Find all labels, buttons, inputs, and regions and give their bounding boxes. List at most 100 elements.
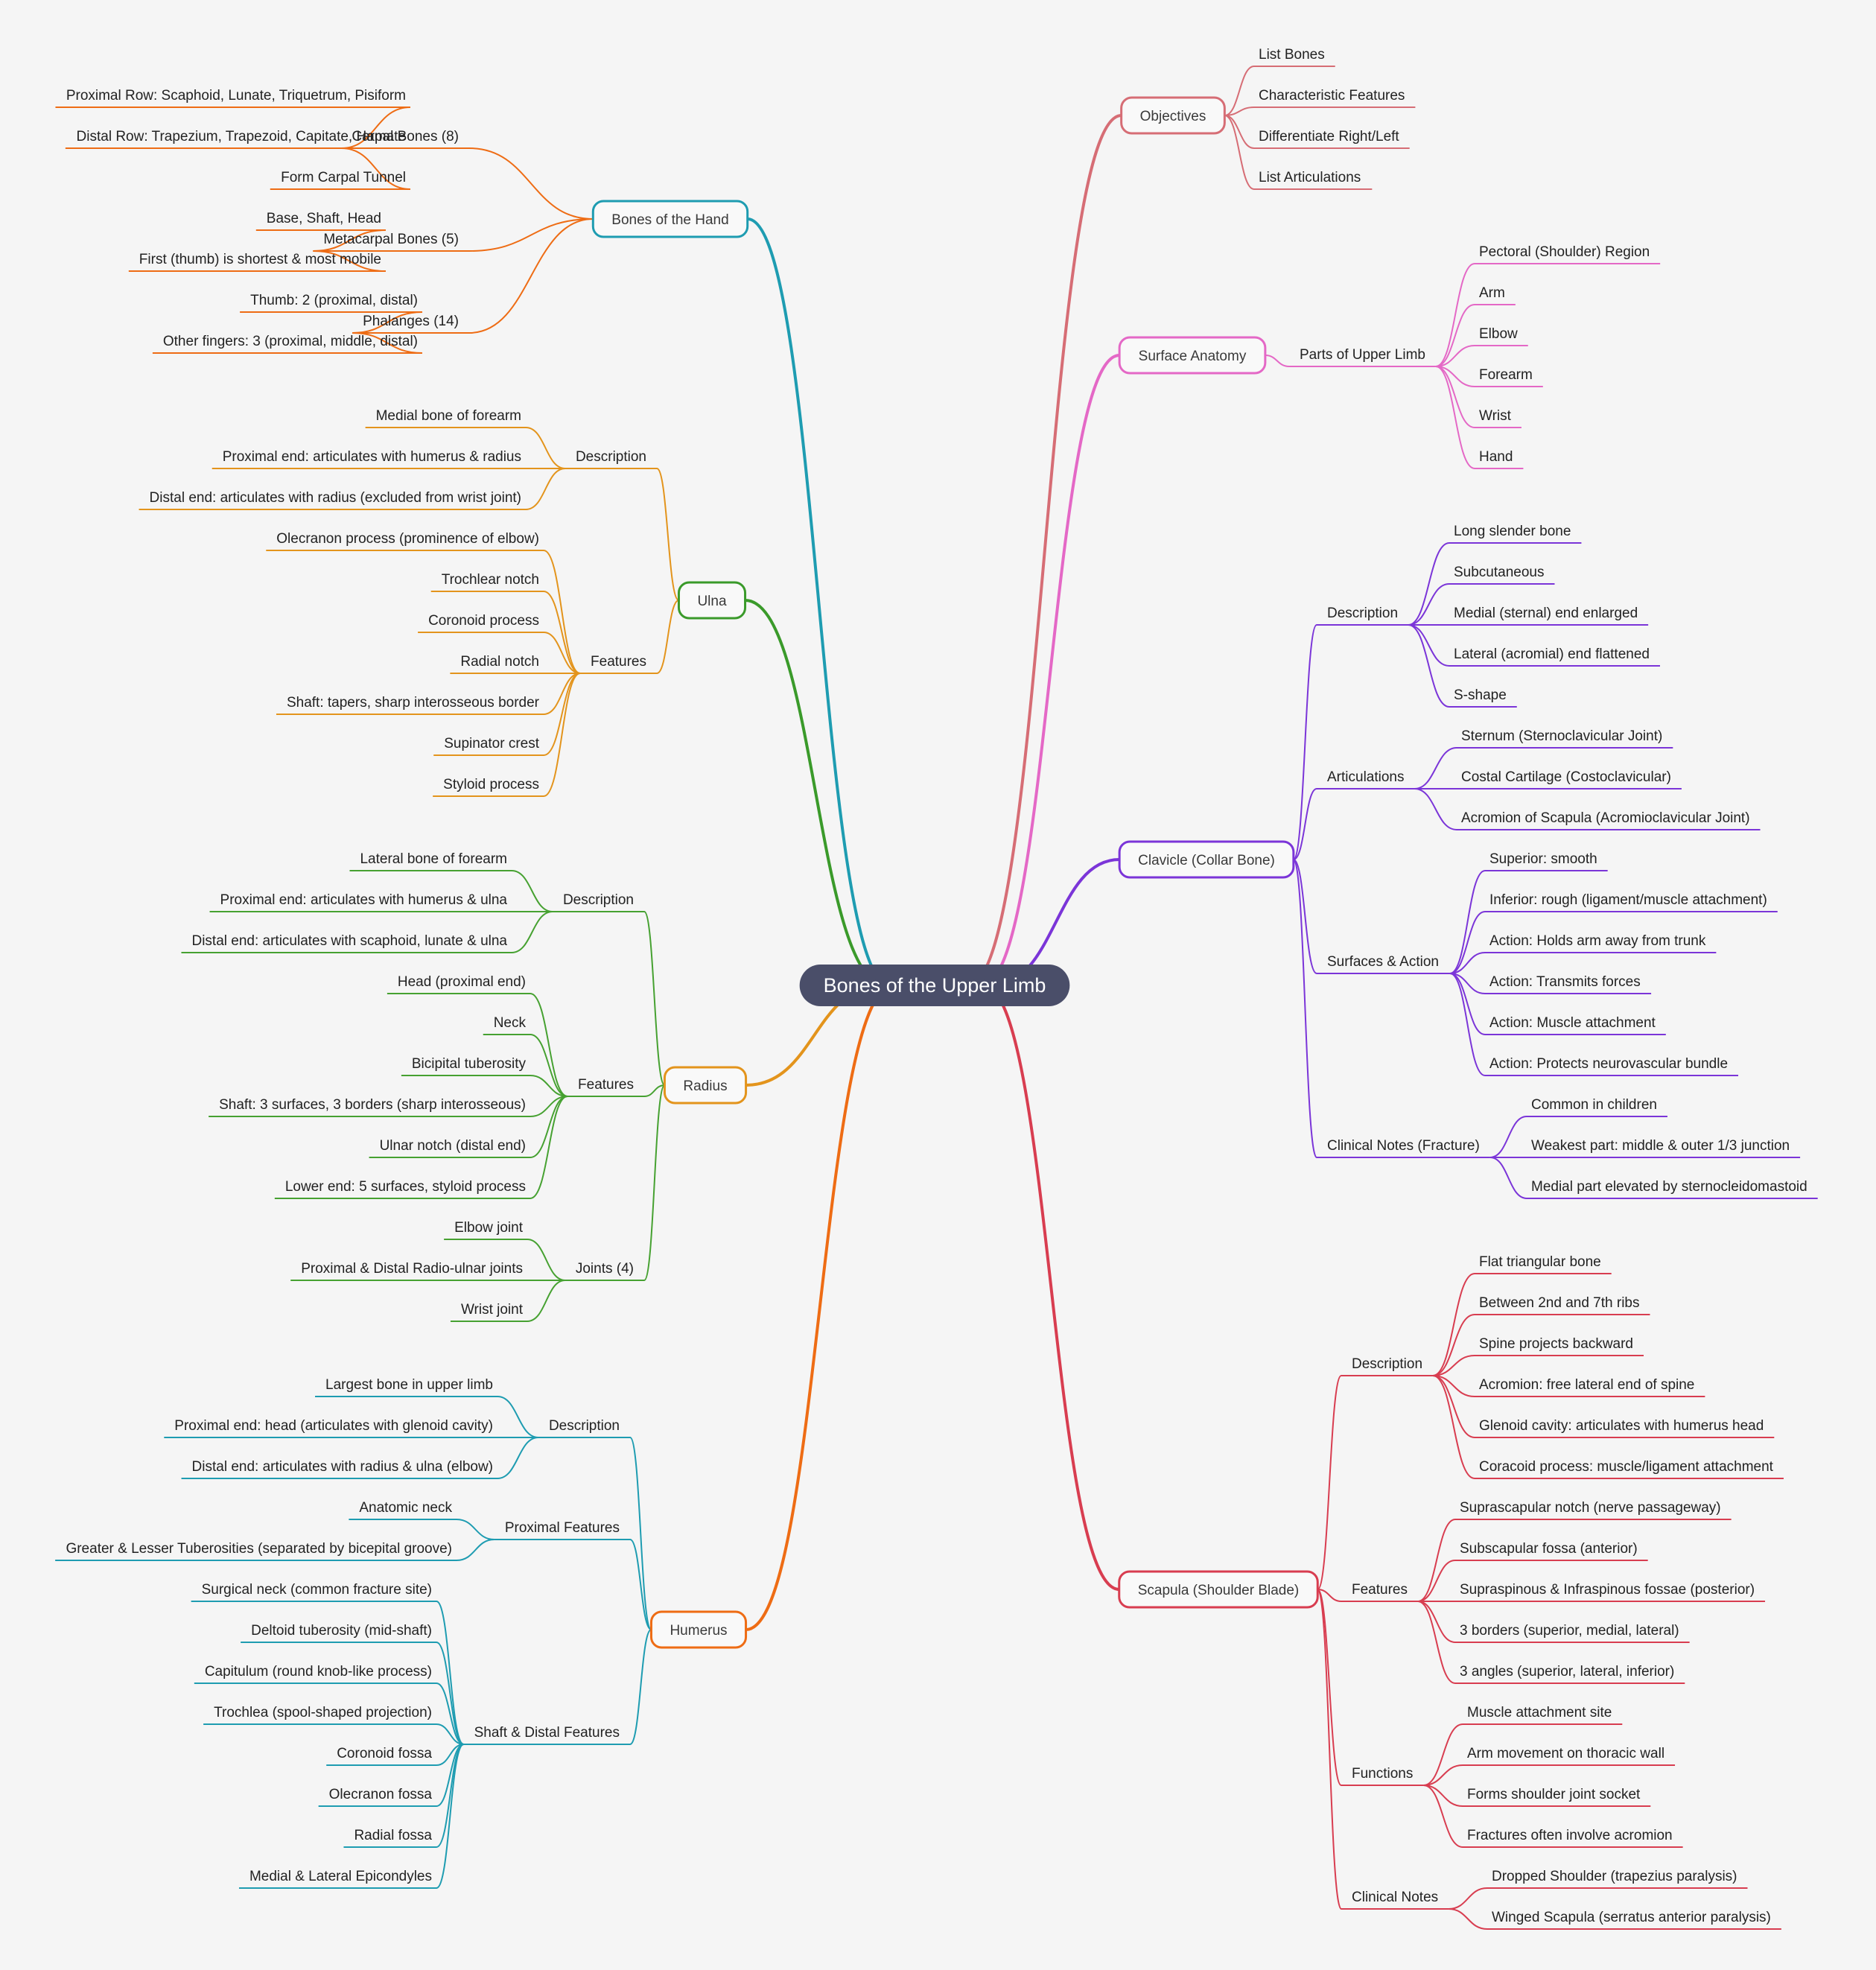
leaf-arm: Arm [1479, 285, 1505, 301]
leaf-connector [543, 632, 581, 674]
group-connector [468, 218, 594, 252]
leaf-coracoid-process-muscle-ligament-attachment: Coracoid process: muscle/ligament attach… [1479, 1459, 1774, 1475]
leaf-connector [1408, 583, 1450, 626]
leaf-superior-smooth: Superior: smooth [1489, 851, 1597, 867]
group-features: Features [1352, 1582, 1408, 1598]
leaf-fractures-often-involve-acromion: Fractures often involve acromion [1467, 1828, 1673, 1843]
leaf-bicipital-tuberosity: Bicipital tuberosity [412, 1056, 527, 1072]
leaf-connector [1414, 747, 1457, 789]
leaf-lower-end-5-surfaces-styloid-process: Lower end: 5 surfaces, styloid process [285, 1179, 526, 1195]
leaf-trochlear-notch: Trochlear notch [442, 572, 539, 588]
leaf-connector [1423, 1723, 1463, 1786]
leaf-connector [1224, 107, 1255, 116]
leaf-trochlea-spool-shaped-projection: Trochlea (spool-shaped projection) [214, 1705, 432, 1720]
leaf-connector [341, 147, 411, 190]
leaf-thumb-2-proximal-distal: Thumb: 2 (proximal, distal) [250, 293, 418, 308]
group-connector [1292, 624, 1317, 860]
group-functions: Functions [1352, 1766, 1413, 1782]
leaf-suprascapular-notch-nerve-passageway: Suprascapular notch (nerve passageway) [1460, 1500, 1721, 1516]
leaf-connector [313, 229, 387, 252]
leaf-connector [456, 1539, 495, 1561]
group-connector [1317, 1589, 1342, 1786]
branch-connector-humerus [745, 984, 894, 1631]
leaf-connector [1435, 366, 1475, 387]
leaf-muscle-attachment-site: Muscle attachment site [1467, 1705, 1612, 1720]
leaf-distal-row-trapezium-trapezoid-capitate-hamate: Distal Row: Trapezium, Trapezoid, Capita… [77, 129, 406, 144]
group-connector [468, 147, 594, 220]
leaf-elbow: Elbow [1479, 326, 1518, 342]
root-node[interactable] [799, 965, 1070, 1006]
leaf-between-2nd-and-7th-ribs: Between 2nd and 7th ribs [1479, 1295, 1640, 1311]
group-connector [1265, 355, 1290, 367]
leaf-connector [497, 1437, 539, 1479]
leaf-connector [456, 1519, 495, 1540]
leaf-connector [1408, 624, 1450, 708]
branch-node-surface-anatomy[interactable] [1118, 336, 1267, 375]
branch-label: Clavicle (Collar Bone) [1138, 853, 1275, 868]
group-proximal-features: Proximal Features [505, 1520, 620, 1536]
leaf-connector [1435, 366, 1475, 428]
group-parts-of-upper-limb: Parts of Upper Limb [1300, 347, 1425, 363]
leaf-connector [1489, 1116, 1527, 1158]
group-features: Features [578, 1077, 634, 1093]
leaf-styloid-process: Styloid process [443, 777, 539, 792]
leaf-lateral-acromial-end-flattened: Lateral (acromial) end flattened [1454, 646, 1650, 662]
leaf-surgical-neck-common-fracture-site: Surgical neck (common fracture site) [202, 1582, 432, 1598]
leaf-connector [1449, 952, 1486, 974]
connector-lines [55, 66, 1818, 1930]
leaf-connector [341, 107, 411, 149]
branch-connector-scapula-shoulder-blade [982, 984, 1120, 1591]
branch-node-clavicle-collar-bone[interactable] [1118, 840, 1295, 879]
branch-node-radius[interactable] [663, 1066, 748, 1105]
branch-label: Humerus [670, 1623, 727, 1639]
leaf-connector [1417, 1601, 1456, 1643]
group-description: Description [549, 1418, 620, 1434]
group-connector [656, 468, 680, 601]
branch-label: Ulna [697, 594, 727, 609]
leaf-connector [1449, 1908, 1488, 1930]
leaf-forearm: Forearm [1479, 367, 1533, 383]
leaf-connector [436, 1683, 464, 1745]
group-connector [1293, 788, 1317, 860]
leaf-s-shape: S-shape [1454, 687, 1507, 703]
leaf-connector [530, 993, 568, 1097]
leaf-subscapular-fossa-anterior: Subscapular fossa (anterior) [1460, 1541, 1638, 1557]
leaf-arm-movement-on-thoracic-wall: Arm movement on thoracic wall [1467, 1746, 1664, 1761]
leaf-connector [525, 427, 566, 469]
leaf-sternum-sternoclavicular-joint: Sternum (Sternoclavicular Joint) [1461, 728, 1662, 744]
group-connector [1317, 1375, 1342, 1590]
leaf-proximal-row-scaphoid-lunate-triquetrum-pisiform: Proximal Row: Scaphoid, Lunate, Triquetr… [66, 88, 406, 104]
branch-connector-ulna [745, 599, 887, 987]
leaf-elbow-joint: Elbow joint [454, 1220, 524, 1236]
branch-node-humerus[interactable] [649, 1610, 748, 1649]
leaf-connector [1449, 973, 1486, 1076]
leaf-distal-end-articulates-with-radius-ulna-elbow: Distal end: articulates with radius & ul… [192, 1459, 493, 1475]
leaf-differentiate-right-left: Differentiate Right/Left [1259, 129, 1399, 144]
branch-node-scapula-shoulder-blade[interactable] [1118, 1570, 1319, 1609]
leaf-proximal-distal-radio-ulnar-joints: Proximal & Distal Radio-ulnar joints [301, 1261, 523, 1277]
leaf-coronoid-fossa: Coronoid fossa [337, 1746, 432, 1761]
leaf-connector [1224, 115, 1255, 149]
leaf-costal-cartilage-costoclavicular: Costal Cartilage (Costoclavicular) [1461, 769, 1671, 785]
group-surfaces-action: Surfaces & Action [1327, 954, 1439, 970]
leaf-connector [1449, 1887, 1488, 1910]
leaf-pectoral-shoulder-region: Pectoral (Shoulder) Region [1479, 244, 1650, 260]
leaf-connector [1435, 263, 1475, 367]
group-connector [643, 911, 666, 1086]
leaf-distal-end-articulates-with-scaphoid-lunate-ulna: Distal end: articulates with scaphoid, l… [191, 933, 507, 949]
leaf-glenoid-cavity-articulates-with-humerus-head: Glenoid cavity: articulates with humerus… [1479, 1418, 1764, 1434]
branch-connector-objectives [967, 114, 1122, 987]
branch-node-bones-of-the-hand[interactable] [591, 200, 749, 238]
group-phalanges-14: Phalanges (14) [363, 314, 459, 329]
leaf-ulnar-notch-distal-end: Ulnar notch (distal end) [380, 1138, 526, 1154]
leaf-winged-scapula-serratus-anterior-paralysis: Winged Scapula (serratus anterior paraly… [1492, 1910, 1771, 1925]
leaf-connector [497, 1396, 539, 1438]
group-connector [1317, 1589, 1342, 1910]
branch-node-objectives[interactable] [1120, 96, 1226, 135]
group-description: Description [576, 449, 646, 465]
leaf-hand: Hand [1479, 449, 1513, 465]
leaf-anatomic-neck: Anatomic neck [359, 1500, 452, 1516]
branch-node-ulna[interactable] [677, 581, 747, 620]
group-connector [629, 1437, 652, 1630]
